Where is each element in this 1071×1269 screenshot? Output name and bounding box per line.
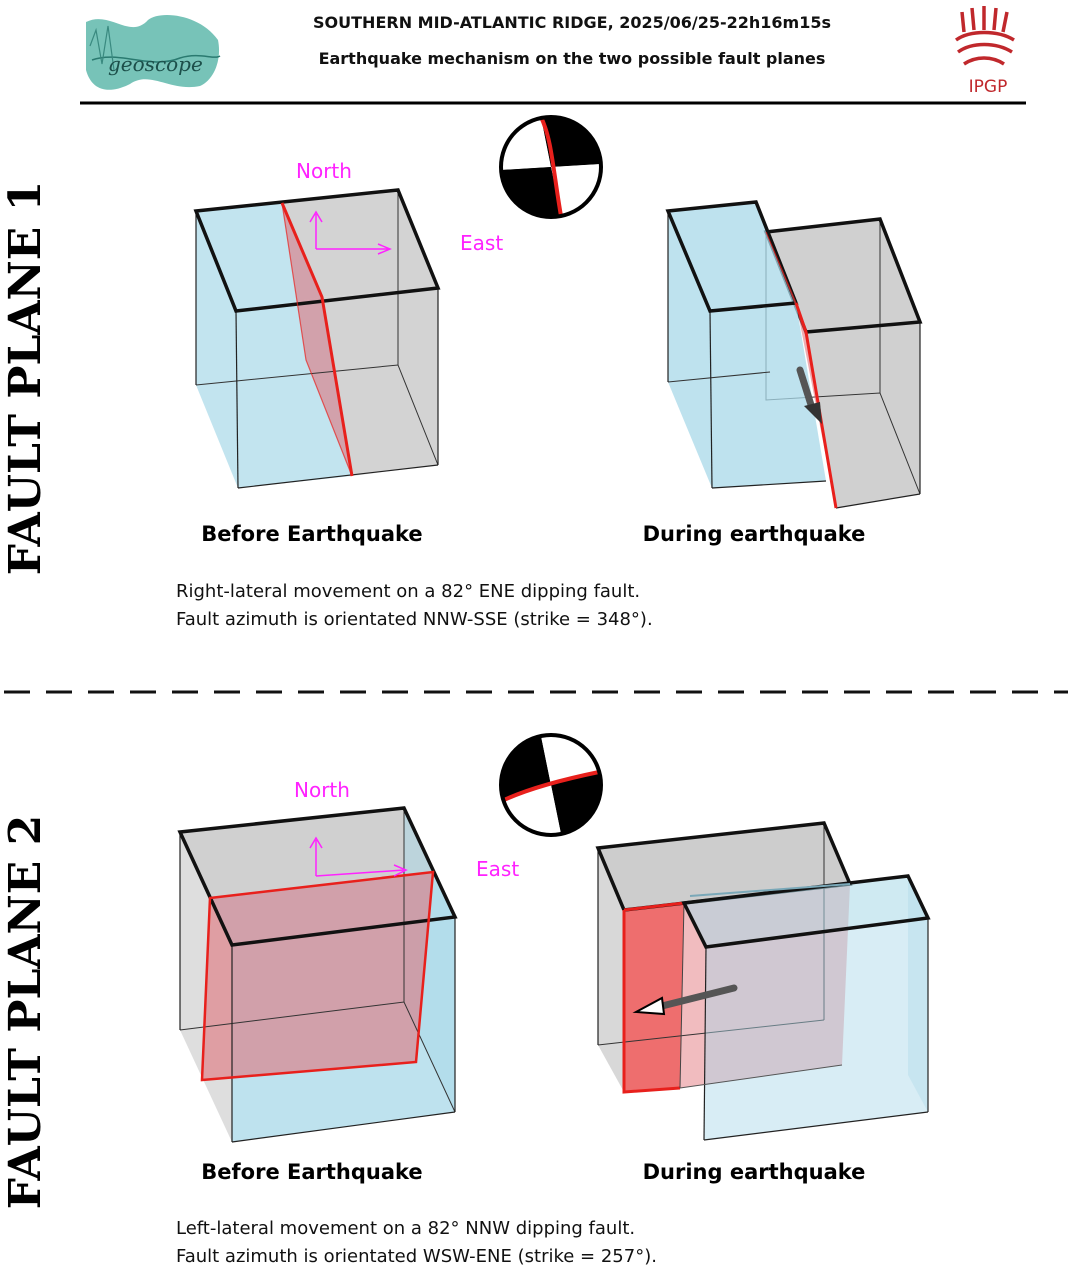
beachball-2 (499, 733, 603, 837)
during-block-2 (595, 821, 931, 1141)
header: geoscope SOUTHERN MID-ATLANTIC RIDGE, 20… (80, 6, 1026, 105)
north-label-1: North (296, 159, 352, 183)
fault-plane-exposed (624, 903, 684, 1092)
compass-2: North East (294, 778, 519, 881)
north-label-2: North (294, 778, 350, 802)
side-label-fault-plane-2: FAULT PLANE 2 (0, 815, 51, 1209)
during-earthquake-label-2: During earthquake (643, 1160, 866, 1184)
slip-arrow-2 (632, 984, 738, 1016)
description-1-line-2: Fault azimuth is orientated NNW-SSE (str… (176, 609, 653, 630)
during-block-1 (665, 200, 923, 509)
page-title: SOUTHERN MID-ATLANTIC RIDGE, 2025/06/25-… (313, 13, 831, 32)
before-earthquake-label-1: Before Earthquake (201, 522, 422, 546)
description-1-line-1: Right-lateral movement on a 82° ENE dipp… (176, 581, 640, 602)
east-label-1: East (460, 231, 503, 255)
during-earthquake-label-1: During earthquake (643, 522, 866, 546)
ipgp-logo: IPGP (954, 6, 1015, 97)
beachball-1 (499, 115, 603, 219)
fault-plane-2-panel: FAULT PLANE 2 (0, 733, 931, 1267)
fault-plane-1-panel: FAULT PLANE 1 (0, 115, 923, 630)
description-2-line-2: Fault azimuth is orientated WSW-ENE (str… (176, 1246, 657, 1267)
ipgp-logo-text: IPGP (969, 77, 1008, 97)
east-label-2: East (476, 857, 519, 881)
geoscope-logo: geoscope (86, 14, 221, 90)
slip-arrow-1 (796, 366, 822, 424)
fault-plane-surface (282, 203, 352, 476)
before-block-2 (177, 806, 458, 1143)
geoscope-logo-text: geoscope (108, 52, 203, 76)
before-block-1 (193, 188, 441, 489)
fault-plane-surface (202, 872, 433, 1080)
compass-1: North East (296, 159, 503, 255)
side-label-fault-plane-1: FAULT PLANE 1 (0, 181, 51, 575)
description-2-line-1: Left-lateral movement on a 82° NNW dippi… (176, 1218, 635, 1239)
page-subtitle: Earthquake mechanism on the two possible… (319, 49, 826, 68)
before-earthquake-label-2: Before Earthquake (201, 1160, 422, 1184)
